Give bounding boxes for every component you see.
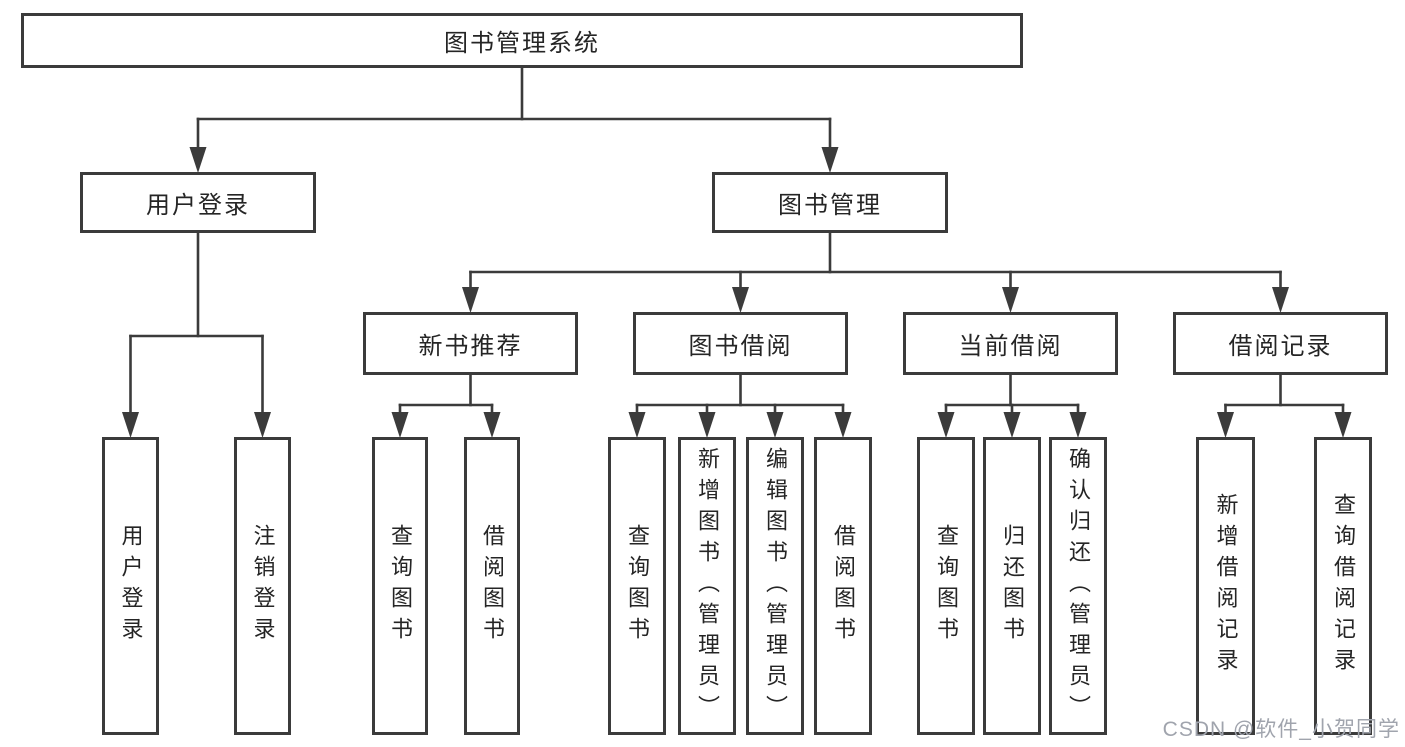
node-label-manage: 图书管理 <box>778 192 882 219</box>
node-label-records: 借阅记录 <box>1228 333 1333 360</box>
node-borrow: 图书借阅 <box>633 312 848 375</box>
arrow-head <box>1217 412 1234 438</box>
node-label-leaf-logout: 注销登录 <box>250 524 276 648</box>
node-leaf-bw-query: 查询图书 <box>608 437 666 735</box>
node-label-current: 当前借阅 <box>958 333 1063 360</box>
node-leaf-cur-query: 查询图书 <box>917 437 975 735</box>
arrow-head <box>834 412 852 438</box>
node-label-leaf-bw-edit: 编辑图书（管理员） <box>763 446 788 726</box>
node-leaf-nb-query: 查询图书 <box>372 437 428 735</box>
arrow-head <box>628 412 646 438</box>
node-leaf-bw-add: 新增图书（管理员） <box>678 437 736 735</box>
arrow-head <box>391 412 409 438</box>
node-label-leaf-cur-confirm: 确认归还（管理员） <box>1066 446 1091 726</box>
node-label-newbook: 新书推荐 <box>418 333 523 360</box>
node-label-leaf-user-login: 用户登录 <box>118 524 144 648</box>
node-label-leaf-nb-borrow: 借阅图书 <box>480 524 505 648</box>
arrow-head <box>122 412 139 438</box>
node-leaf-cur-confirm: 确认归还（管理员） <box>1049 437 1107 735</box>
node-leaf-cur-return: 归还图书 <box>983 437 1041 735</box>
node-label-leaf-cur-return: 归还图书 <box>1000 524 1025 648</box>
node-leaf-user-login: 用户登录 <box>102 437 159 735</box>
arrow-head <box>254 412 271 438</box>
node-leaf-bw-borrow: 借阅图书 <box>814 437 872 735</box>
arrow-head <box>483 412 501 438</box>
node-label-login: 用户登录 <box>146 192 250 219</box>
arrow-head <box>732 287 749 313</box>
node-leaf-rec-add: 新增借阅记录 <box>1196 437 1255 735</box>
arrow-head <box>766 412 784 438</box>
node-leaf-bw-edit: 编辑图书（管理员） <box>746 437 804 735</box>
node-leaf-logout: 注销登录 <box>234 437 291 735</box>
arrow-head <box>937 412 955 438</box>
arrow-head <box>821 147 839 173</box>
node-records: 借阅记录 <box>1173 312 1388 375</box>
arrow-head <box>189 147 207 173</box>
arrow-head <box>1002 287 1019 313</box>
watermark: CSDN @软件_小贺同学 <box>1162 718 1400 741</box>
node-login: 用户登录 <box>80 172 316 233</box>
node-label-leaf-bw-borrow: 借阅图书 <box>831 524 856 648</box>
node-label-leaf-nb-query: 查询图书 <box>388 524 413 648</box>
node-label-leaf-bw-query: 查询图书 <box>625 524 650 648</box>
arrow-head <box>1334 412 1352 438</box>
node-label-leaf-bw-add: 新增图书（管理员） <box>695 446 720 726</box>
arrow-head <box>1003 412 1021 438</box>
node-label-leaf-cur-query: 查询图书 <box>934 524 959 648</box>
node-label-root: 图书管理系统 <box>444 30 600 57</box>
node-newbook: 新书推荐 <box>363 312 578 375</box>
arrow-head <box>1069 412 1087 438</box>
arrow-head <box>1272 287 1289 313</box>
arrow-head <box>698 412 716 438</box>
node-label-borrow: 图书借阅 <box>688 333 793 360</box>
node-leaf-rec-query: 查询借阅记录 <box>1314 437 1372 735</box>
node-current: 当前借阅 <box>903 312 1118 375</box>
node-label-leaf-rec-query: 查询借阅记录 <box>1331 493 1356 679</box>
node-label-leaf-rec-add: 新增借阅记录 <box>1213 493 1239 679</box>
node-manage: 图书管理 <box>712 172 948 233</box>
arrow-head <box>462 287 479 313</box>
node-leaf-nb-borrow: 借阅图书 <box>464 437 520 735</box>
node-root: 图书管理系统 <box>21 13 1023 68</box>
